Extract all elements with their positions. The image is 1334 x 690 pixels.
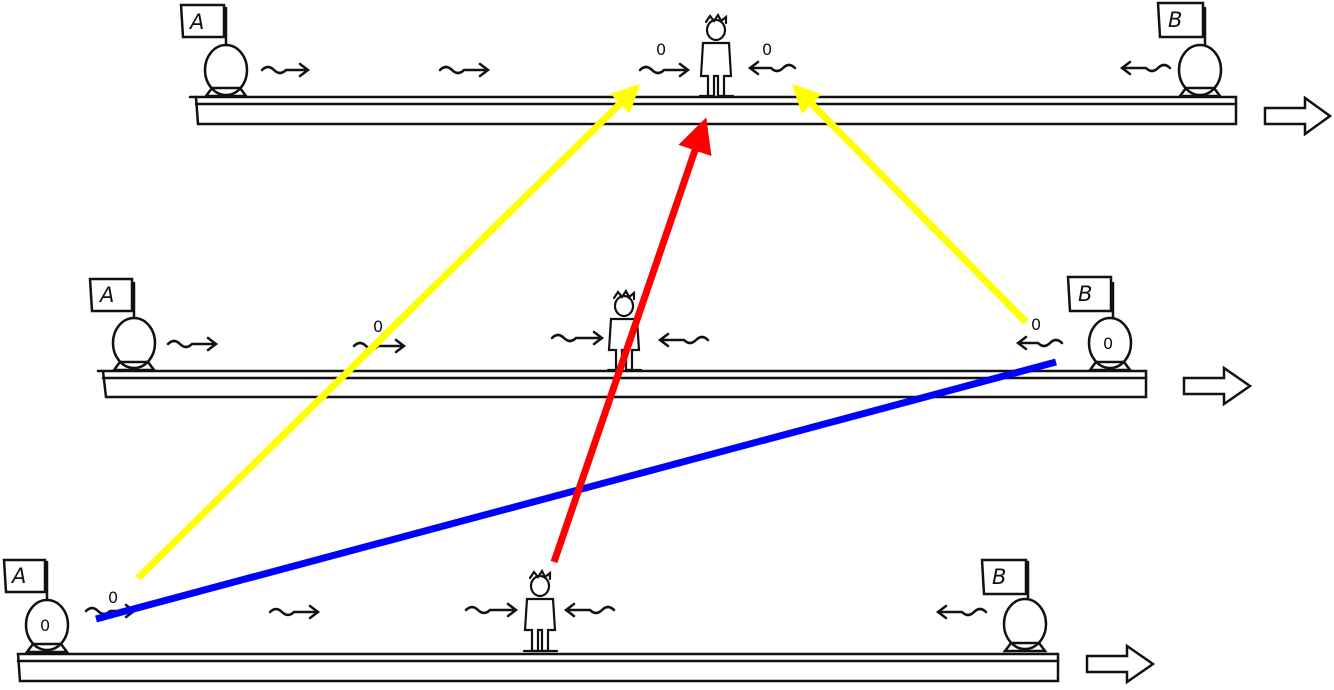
flag-icon: A [88, 277, 136, 320]
signal-marker: 0 [108, 588, 118, 607]
motion-arrow-icon [1182, 365, 1253, 407]
platform [188, 95, 1238, 126]
flag-icon: B [1066, 275, 1115, 320]
clock-icon [1177, 43, 1223, 98]
flag-label: A [10, 564, 26, 588]
light-signal-icon [464, 602, 519, 618]
scene-bottom: 0 A B 0 [2, 558, 1156, 685]
clock-icon [203, 43, 249, 98]
light-signal-icon [935, 604, 988, 620]
platform [96, 369, 1148, 399]
light-signal-icon [260, 62, 311, 78]
clock-reading: 0 [1103, 334, 1113, 353]
observer-icon [698, 12, 735, 98]
red-arrow [550, 117, 712, 564]
flag-icon: B [980, 558, 1030, 600]
yellow-arrow-from-a [135, 84, 640, 581]
clock-reading: 0 [40, 616, 50, 635]
scene-top: A B 0 0 [179, 1, 1333, 137]
flag-label: B [1168, 8, 1182, 32]
flag-icon: A [2, 558, 49, 602]
observer-icon [522, 568, 559, 653]
motion-arrow-icon [1263, 95, 1333, 137]
platform [16, 652, 1060, 683]
flag-label: A [98, 283, 114, 307]
light-signal-icon [550, 330, 605, 346]
light-signal-icon [747, 60, 797, 76]
signal-paths [95, 84, 1057, 623]
light-signal-icon [638, 62, 691, 78]
light-signal-icon [1015, 335, 1064, 351]
motion-arrow-icon [1085, 643, 1156, 685]
signal-marker: 0 [1031, 315, 1041, 334]
signal-marker: 0 [762, 40, 772, 59]
clock-icon: 0 [1087, 316, 1133, 372]
light-signal-icon [438, 62, 491, 78]
flag-label: B [1078, 282, 1092, 306]
yellow-arrow-from-b [792, 84, 1029, 325]
scene-middle: A 0 B 0 0 [88, 275, 1253, 407]
flag-label: A [188, 10, 204, 34]
flag-label: B [992, 565, 1006, 589]
light-signal-icon [268, 604, 321, 620]
clock-icon [1002, 597, 1048, 653]
light-signal-icon [166, 336, 219, 352]
flag-icon: B [1156, 1, 1207, 47]
flag-icon: A [179, 3, 228, 47]
light-signal-icon [657, 332, 710, 348]
light-signal-icon [563, 602, 616, 618]
signal-marker: 0 [373, 317, 383, 336]
light-signal-icon [1119, 60, 1172, 76]
clock-icon: 0 [24, 598, 70, 654]
signal-marker: 0 [656, 40, 666, 59]
clock-icon [111, 316, 157, 372]
